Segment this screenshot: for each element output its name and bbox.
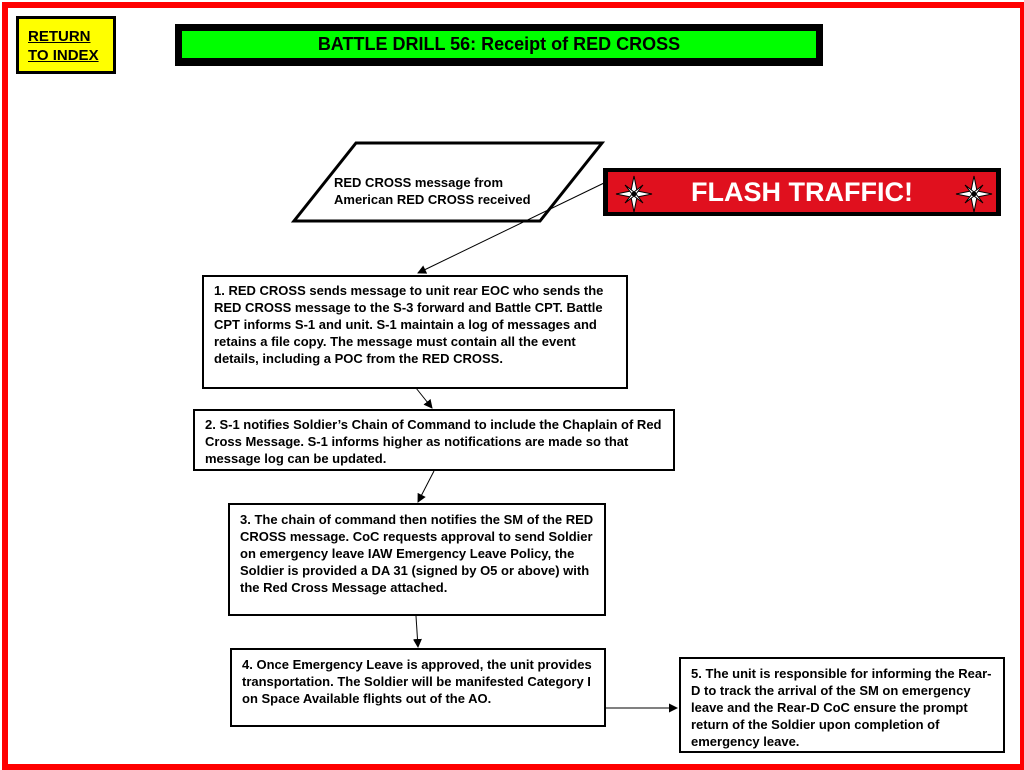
flash-traffic-label: FLASH TRAFFIC!	[691, 177, 913, 207]
flash-traffic-banner: FLASH TRAFFIC!	[603, 168, 1001, 216]
compass-star-icon-left	[615, 175, 653, 213]
to-index-label: TO INDEX	[28, 47, 99, 64]
compass-star-icon-right	[955, 175, 993, 213]
step-2-box: 2. S-1 notifies Soldier’s Chain of Comma…	[193, 409, 675, 471]
start-parallelogram	[290, 141, 606, 223]
step-3-box: 3. The chain of command then notifies th…	[228, 503, 606, 616]
return-to-index-button[interactable]: RETURN TO INDEX	[16, 16, 116, 74]
page-title: BATTLE DRILL 56: Receipt of RED CROSS	[182, 31, 816, 58]
arrow-step3-to-step4	[412, 615, 422, 648]
step-4-box: 4. Once Emergency Leave is approved, the…	[230, 648, 606, 727]
arrow-step1-to-step2	[415, 387, 433, 409]
return-label: RETURN	[28, 28, 91, 45]
arrow-flash-to-step1	[417, 182, 605, 274]
arrow-step2-to-step3	[417, 470, 435, 503]
step-1-box: 1. RED CROSS sends message to unit rear …	[202, 275, 628, 389]
title-bar: BATTLE DRILL 56: Receipt of RED CROSS	[175, 24, 823, 66]
step-5-box: 5. The unit is responsible for informing…	[679, 657, 1005, 753]
start-node-text: RED CROSS message from American RED CROS…	[334, 175, 531, 207]
flash-traffic-panel: FLASH TRAFFIC!	[608, 172, 996, 213]
